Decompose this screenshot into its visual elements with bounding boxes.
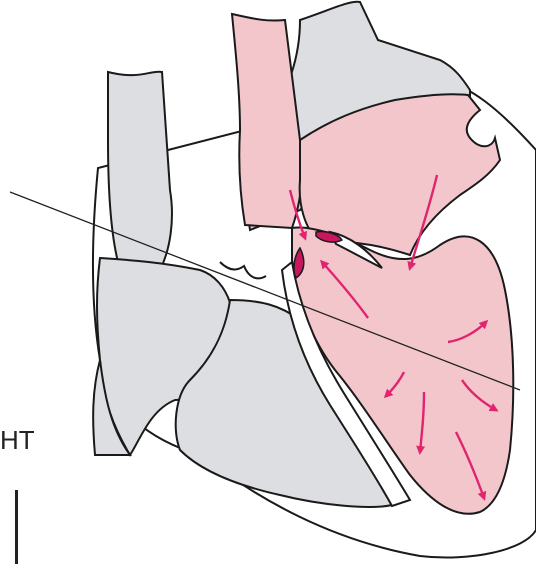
- superior-vena-cava: [108, 72, 172, 270]
